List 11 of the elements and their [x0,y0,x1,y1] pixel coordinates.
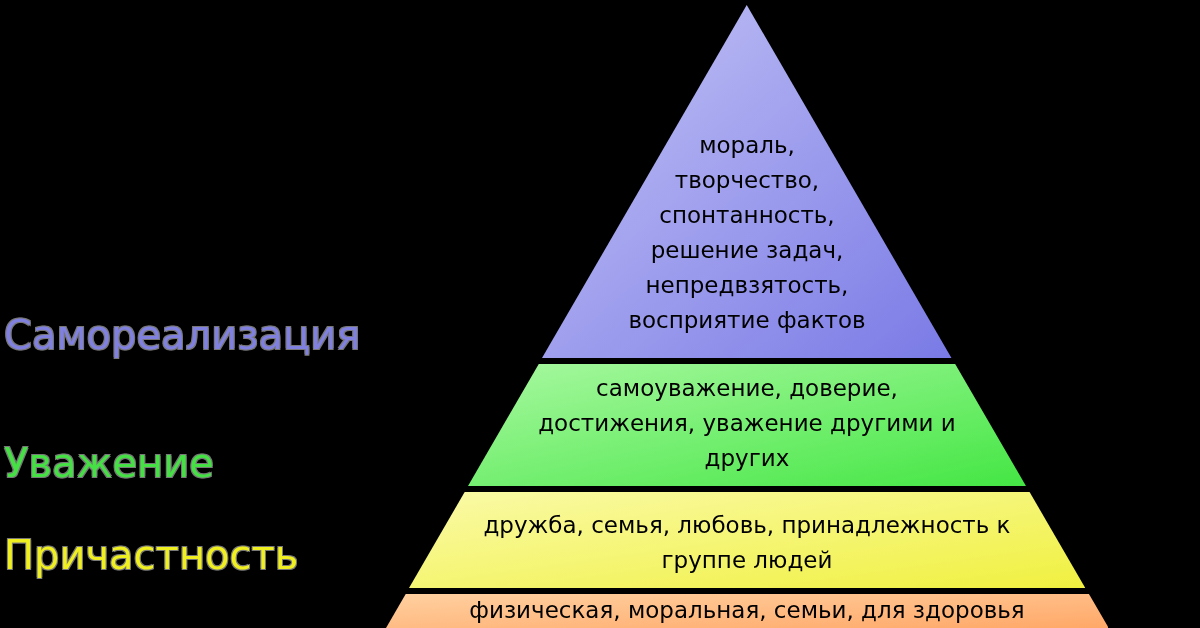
tier-heading: Самореализация [4,312,361,358]
tier-text: самоуважение, доверие, достижения, уважение другими и других [537,374,957,473]
pyramid-esteem-tier [468,364,1026,486]
tier-heading: Причастность [4,532,299,578]
tier-text: мораль, творчество, спонтанность, решение задач, непредвзятость, восприятие фактов [627,131,867,335]
pyramid-base-tier [385,594,1109,628]
tier-text: дружба, семья, любовь, принадлежность к группе людей [482,511,1012,575]
pyramid-top-tier [542,5,952,358]
tier-text: физическая, моральная, семьи, для здоровья [468,596,1026,625]
pyramid-belonging-tier [408,492,1086,588]
tier-heading: Уважение [4,440,214,486]
